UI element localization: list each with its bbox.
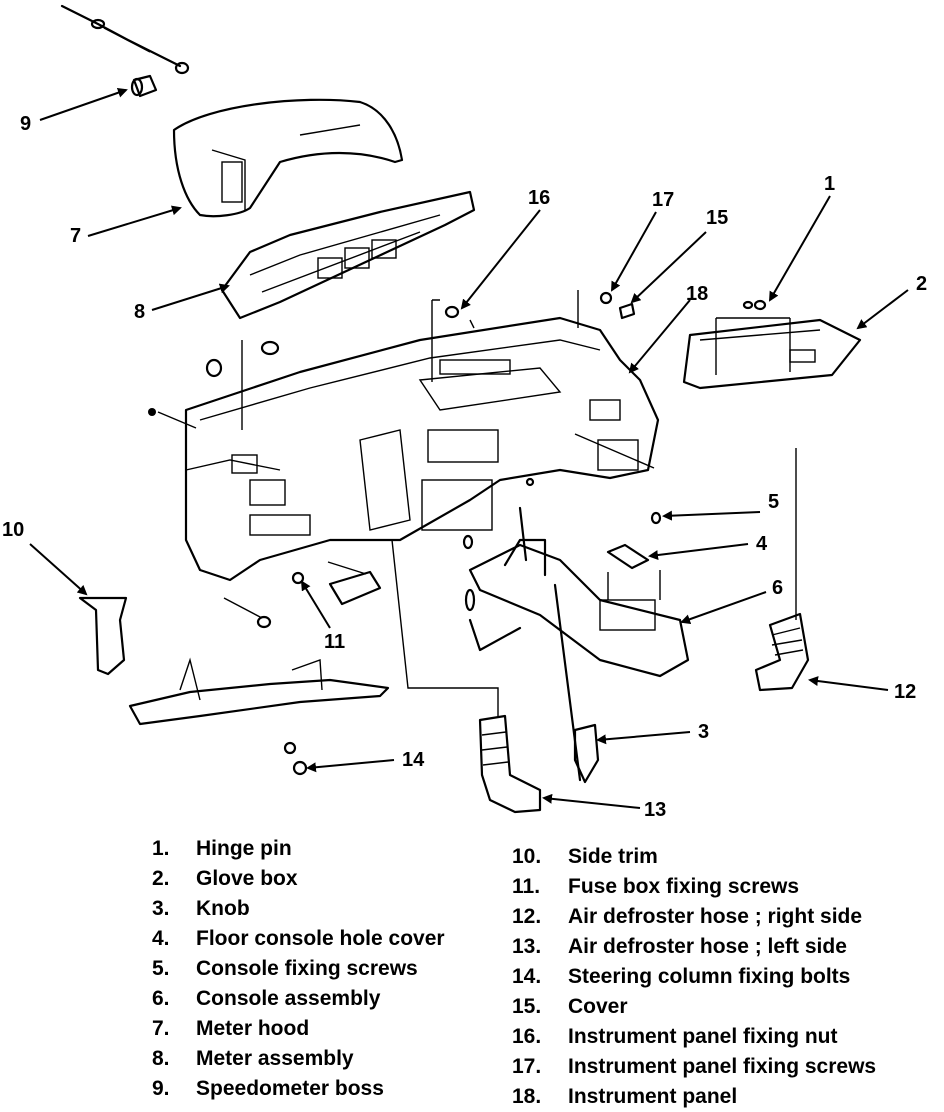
meter-hood-part xyxy=(172,98,404,218)
legend-item-text: Instrument panel fixing screws xyxy=(568,1055,877,1078)
callout-15: 15 xyxy=(706,207,729,229)
legend-item-number: 17. xyxy=(512,1055,542,1078)
legend-item-text: Air defroster hose ; right side xyxy=(568,905,863,928)
legend-right: 10. Side trim 11. Fuse box fixing screws 1… xyxy=(512,842,876,1112)
callout-7: 7 xyxy=(70,225,82,247)
callout-5: 5 xyxy=(768,491,780,513)
legend-item-number: 2. xyxy=(152,867,170,890)
fasteners xyxy=(148,291,767,776)
air-defroster-hose-right-part xyxy=(754,612,810,692)
callout-11: 11 xyxy=(324,631,346,653)
legend-item: 6. Console assembly xyxy=(152,984,445,1014)
side-trim-part xyxy=(78,596,128,676)
legend-item-number: 7. xyxy=(152,1017,170,1040)
callout-1: 1 xyxy=(824,173,836,195)
legend-item-text: Side trim xyxy=(568,845,658,868)
legend-item-text: Knob xyxy=(196,897,250,920)
callout-18: 18 xyxy=(686,283,709,305)
callout-14: 14 xyxy=(402,749,425,771)
leader-arrows xyxy=(29,87,909,809)
callout-6: 6 xyxy=(772,577,784,599)
legend-item: 17. Instrument panel fixing screws xyxy=(512,1052,876,1082)
callout-17: 17 xyxy=(652,189,675,211)
legend-item-number: 9. xyxy=(152,1077,170,1100)
legend-item-number: 5. xyxy=(152,957,170,980)
speedometer-cable xyxy=(60,4,190,75)
steering-column-part xyxy=(128,657,390,726)
callout-10: 10 xyxy=(2,519,25,541)
legend-item-text: Instrument panel xyxy=(568,1085,738,1108)
legend-item: 1. Hinge pin xyxy=(152,834,445,864)
legend-item: 5. Console fixing screws xyxy=(152,954,445,984)
legend-item: 8. Meter assembly xyxy=(152,1044,445,1074)
callout-16: 16 xyxy=(528,187,551,209)
callout-8: 8 xyxy=(134,301,146,323)
legend-item: 18. Instrument panel xyxy=(512,1082,876,1112)
legend-item: 11. Fuse box fixing screws xyxy=(512,872,876,902)
legend-item-text: Cover xyxy=(568,995,628,1018)
legend-item-number: 13. xyxy=(512,935,542,958)
legend-item-text: Console assembly xyxy=(196,987,381,1010)
legend-item-text: Steering column fixing bolts xyxy=(568,965,851,988)
legend-item-text: Console fixing screws xyxy=(196,957,418,980)
legend-item: 12. Air defroster hose ; right side xyxy=(512,902,876,932)
exploded-view-diagram xyxy=(29,4,909,814)
callout-2: 2 xyxy=(916,273,928,295)
legend-item: 10. Side trim xyxy=(512,842,876,872)
legend-item-number: 11. xyxy=(512,875,541,898)
legend-item-text: Meter hood xyxy=(196,1017,310,1040)
console-assembly-part xyxy=(468,538,690,678)
shift-lever-part xyxy=(518,506,582,782)
guide-lines xyxy=(157,290,797,718)
legend-item-number: 14. xyxy=(512,965,542,988)
legend-item: 4. Floor console hole cover xyxy=(152,924,445,954)
glove-box-part xyxy=(682,318,862,390)
legend-item-text: Meter assembly xyxy=(196,1047,354,1070)
legend-item: 14. Steering column fixing bolts xyxy=(512,962,876,992)
legend-item: 15. Cover xyxy=(512,992,876,1022)
legend-item: 3. Knob xyxy=(152,894,445,924)
legend-item: 9. Speedometer boss xyxy=(152,1074,445,1104)
legend-item-text: Fuse box fixing screws xyxy=(568,875,800,898)
floor-console-hole-cover-part xyxy=(606,543,650,570)
speedometer-boss-part xyxy=(130,74,158,98)
legend-item-number: 6. xyxy=(152,987,170,1010)
legend-item-text: Glove box xyxy=(196,867,298,890)
meter-assembly-part xyxy=(220,190,476,320)
knob-part xyxy=(573,723,600,784)
legend-item-number: 16. xyxy=(512,1025,542,1048)
legend-item-number: 10. xyxy=(512,845,542,868)
callout-13: 13 xyxy=(644,799,667,821)
legend-item-text: Floor console hole cover xyxy=(196,927,445,950)
air-defroster-hose-left-part xyxy=(478,714,542,814)
legend-item-number: 15. xyxy=(512,995,542,1018)
legend-item-number: 4. xyxy=(152,927,170,950)
legend-left: 1. Hinge pin 2. Glove box 3. Knob 4. Floor c… xyxy=(152,834,445,1104)
legend-item: 2. Glove box xyxy=(152,864,445,894)
legend-item: 13. Air defroster hose ; left side xyxy=(512,932,876,962)
legend-item-text: Instrument panel fixing nut xyxy=(568,1025,838,1048)
fuse-box-cover-part xyxy=(328,570,382,606)
legend-item-number: 3. xyxy=(152,897,170,920)
callout-3: 3 xyxy=(698,721,710,743)
legend-item-number: 12. xyxy=(512,905,542,928)
instrument-panel-part xyxy=(184,316,660,582)
callout-9: 9 xyxy=(20,113,32,135)
legend-item-text: Air defroster hose ; left side xyxy=(568,935,847,958)
legend-item: 16. Instrument panel fixing nut xyxy=(512,1022,876,1052)
legend-item-number: 18. xyxy=(512,1085,542,1108)
callout-4: 4 xyxy=(756,533,768,555)
legend-item-text: Speedometer boss xyxy=(196,1077,384,1100)
callout-12: 12 xyxy=(894,681,917,703)
legend-item-number: 8. xyxy=(152,1047,170,1070)
legend-item: 7. Meter hood xyxy=(152,1014,445,1044)
legend-item-number: 1. xyxy=(152,837,170,860)
legend-item-text: Hinge pin xyxy=(196,837,292,860)
